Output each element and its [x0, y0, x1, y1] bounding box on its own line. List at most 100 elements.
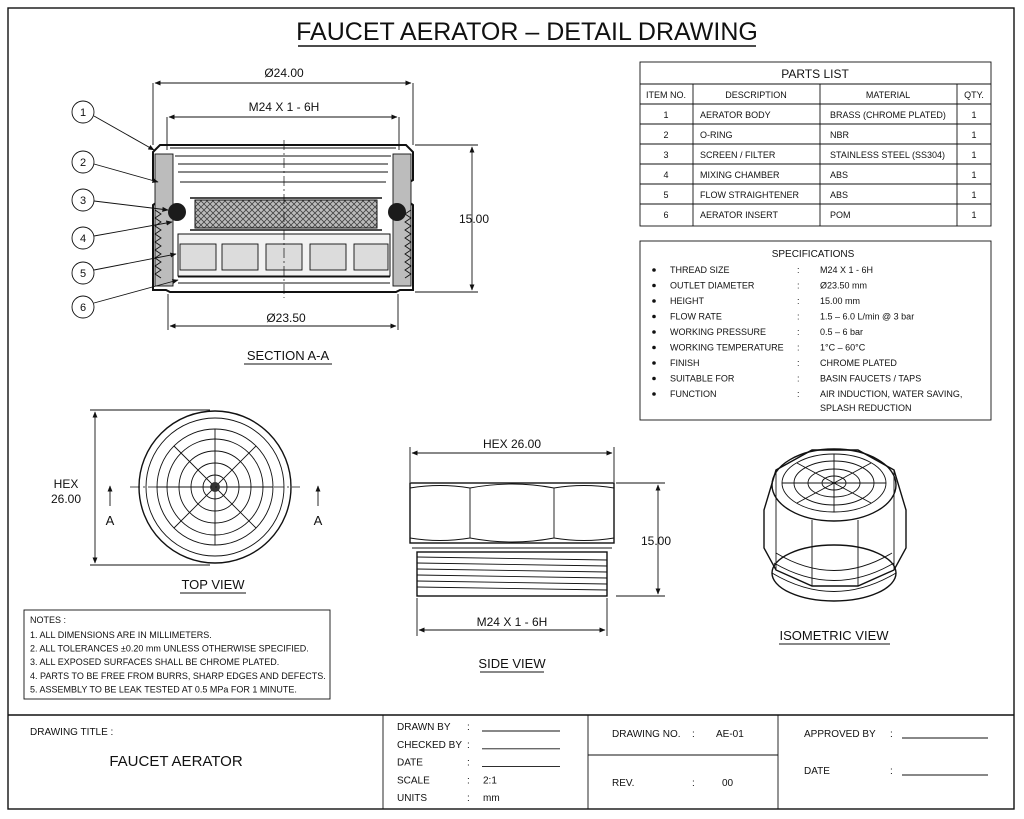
parts-cell: 1: [971, 190, 976, 200]
spec-label: SUITABLE FOR: [670, 374, 735, 384]
parts-header-qty: QTY.: [964, 90, 984, 100]
spec-value: Ø23.50 mm: [820, 281, 867, 291]
title-block-field-colon: :: [467, 758, 470, 769]
rev-value: 00: [722, 778, 734, 789]
title-block-field-label: SCALE: [397, 775, 430, 786]
spec-bullet: [652, 283, 656, 288]
drawing-no-colon: :: [692, 729, 695, 740]
balloon-1: 1: [71, 100, 155, 151]
side-dim-height: 15.00: [641, 534, 671, 548]
approved-by-label: APPROVED BY: [804, 729, 876, 740]
spec-value: 0.5 – 6 bar: [820, 327, 863, 337]
spec-bullet: [652, 314, 656, 319]
section-mark-right: A: [314, 513, 323, 528]
isometric-view: ISOMETRIC VIEW: [763, 448, 907, 645]
spec-bullet: [652, 376, 656, 381]
parts-cell: POM: [830, 210, 851, 220]
approval-date-colon: :: [890, 766, 893, 777]
parts-cell: SCREEN / FILTER: [700, 150, 776, 160]
balloon-6: 6: [71, 279, 179, 319]
drawing-header-title: FAUCET AERATOR – DETAIL DRAWING: [296, 18, 758, 46]
section-dim-bottom: Ø23.50: [266, 311, 306, 325]
svg-text:1: 1: [80, 107, 86, 119]
section-view: Ø24.00 M24 X 1 - 6H: [152, 66, 489, 365]
section-dim-height: 15.00: [459, 212, 489, 226]
spec-label: OUTLET DIAMETER: [670, 281, 755, 291]
specifications-box: SPECIFICATIONS THREAD SIZE:M24 X 1 - 6HO…: [639, 240, 992, 421]
spec-colon: :: [797, 327, 800, 337]
parts-cell: NBR: [830, 130, 850, 140]
title-block-field-value: 2:1: [483, 775, 497, 786]
svg-text:3: 3: [80, 195, 86, 207]
balloon-3: 3: [71, 188, 169, 212]
parts-cell: 1: [971, 110, 976, 120]
top-view-label: TOP VIEW: [181, 577, 245, 592]
parts-header-description: DESCRIPTION: [725, 90, 787, 100]
spec-value: BASIN FAUCETS / TAPS: [820, 374, 921, 384]
spec-value: 15.00 mm: [820, 296, 860, 306]
title-block-field-colon: :: [467, 722, 470, 733]
title-block-field-colon: :: [467, 775, 470, 786]
approved-by-colon: :: [890, 729, 893, 740]
svg-text:6: 6: [80, 302, 86, 314]
title-block-field-label: DATE: [397, 758, 423, 769]
spec-value: 1°C – 60°C: [820, 343, 866, 353]
parts-cell: AERATOR BODY: [700, 110, 771, 120]
side-view: HEX 26.00 15.00 M24 X 1 - 6H SIDE VIEW: [409, 437, 671, 673]
parts-cell: 2: [663, 130, 668, 140]
balloons: 1 2 3 4 5 6: [71, 100, 179, 319]
drawing-title-label: DRAWING TITLE :: [30, 727, 113, 738]
approval-date-label: DATE: [804, 766, 830, 777]
spec-label: THREAD SIZE: [670, 265, 730, 275]
spec-label: HEIGHT: [670, 296, 705, 306]
spec-bullet: [652, 345, 656, 350]
note-item: 1. ALL DIMENSIONS ARE IN MILLIMETERS.: [30, 630, 212, 640]
spec-label: FUNCTION: [670, 389, 717, 399]
spec-value: AIR INDUCTION, WATER SAVING,: [820, 389, 962, 399]
isometric-view-label: ISOMETRIC VIEW: [779, 628, 889, 643]
spec-value-line2: SPLASH REDUCTION: [820, 403, 912, 413]
spec-bullet: [652, 392, 656, 396]
parts-cell: 1: [663, 110, 668, 120]
spec-label: FINISH: [670, 358, 700, 368]
spec-label: WORKING TEMPERATURE: [670, 343, 784, 353]
parts-header-item: ITEM NO.: [646, 90, 686, 100]
balloon-2: 2: [71, 150, 159, 183]
parts-cell: 1: [971, 150, 976, 160]
drawing-no-label: DRAWING NO.: [612, 729, 681, 740]
spec-colon: :: [797, 312, 800, 322]
parts-cell: 1: [971, 210, 976, 220]
top-view-hex-value: 26.00: [51, 492, 81, 506]
spec-bullet: [652, 361, 656, 365]
parts-cell: O-RING: [700, 130, 733, 140]
side-view-label: SIDE VIEW: [478, 656, 546, 671]
parts-cell: 3: [663, 150, 668, 160]
note-item: 3. ALL EXPOSED SURFACES SHALL BE CHROME …: [30, 657, 279, 667]
side-dim-hex: HEX 26.00: [483, 437, 541, 451]
drawing-title-value: FAUCET AERATOR: [109, 753, 243, 770]
title-block-field-label: DRAWN BY: [397, 722, 451, 733]
parts-cell: FLOW STRAIGHTENER: [700, 190, 800, 200]
spec-value: CHROME PLATED: [820, 358, 897, 368]
section-dim-top: Ø24.00: [264, 66, 304, 80]
parts-cell: MIXING CHAMBER: [700, 170, 780, 180]
balloon-5: 5: [71, 252, 177, 285]
spec-colon: :: [797, 296, 800, 306]
title-block-field-colon: :: [467, 740, 470, 751]
balloon-4: 4: [71, 220, 173, 250]
svg-text:2: 2: [80, 157, 86, 169]
note-item: 4. PARTS TO BE FREE FROM BURRS, SHARP ED…: [30, 671, 326, 681]
spec-bullet: [652, 330, 656, 334]
parts-cell: 6: [663, 210, 668, 220]
spec-colon: :: [797, 343, 800, 353]
svg-text:4: 4: [80, 233, 86, 245]
section-dim-thread: M24 X 1 - 6H: [249, 100, 320, 114]
parts-cell: AERATOR INSERT: [700, 210, 779, 220]
parts-cell: STAINLESS STEEL (SS304): [830, 150, 945, 160]
drawing-no-value: AE-01: [716, 729, 744, 740]
note-item: 5. ASSEMBLY TO BE LEAK TESTED AT 0.5 MPa…: [30, 684, 297, 694]
spec-bullet: [652, 268, 656, 272]
spec-label: WORKING PRESSURE: [670, 327, 766, 337]
rev-label: REV.: [612, 778, 634, 789]
